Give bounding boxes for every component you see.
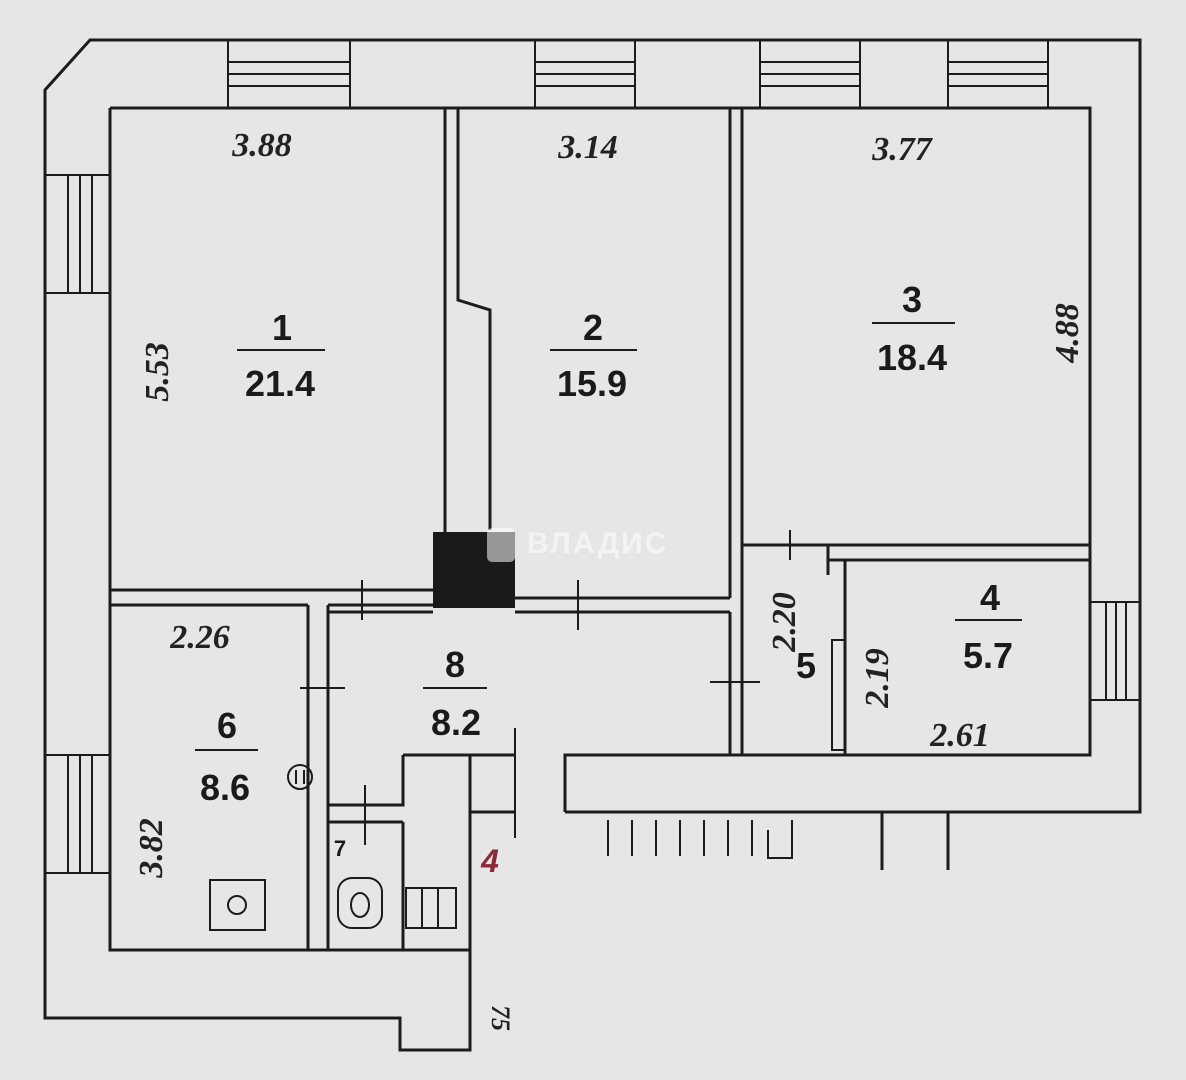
dimension-room3-depth: 4.88 — [1049, 303, 1086, 364]
room-4: 4 5.7 — [955, 577, 1022, 676]
dimension-labels: 3.88 3.14 3.77 2.61 2.26 5.53 4.88 2.20 … — [133, 127, 1086, 879]
interior-walls — [110, 108, 1090, 950]
room-1: 1 21.4 — [237, 307, 325, 404]
window-top-3 — [759, 39, 861, 109]
dimension-room3-width: 3.77 — [871, 131, 934, 168]
room-number: 4 — [980, 577, 1000, 618]
room-area: 8.6 — [200, 767, 250, 808]
dimension-room4-width: 2.61 — [929, 717, 990, 754]
window-left-1 — [44, 174, 111, 294]
dimension-room5-depth: 2.20 — [766, 592, 803, 653]
room-area: 8.2 — [431, 702, 481, 743]
room-number: 2 — [583, 307, 603, 348]
sink-icon — [405, 887, 457, 929]
stair-label: 4 — [480, 843, 499, 879]
dimension-room1-depth: 5.53 — [139, 342, 176, 402]
room-3: 3 18.4 — [872, 279, 955, 378]
window-top-1 — [227, 39, 351, 109]
room-number: 6 — [217, 705, 237, 746]
room-5: 5 — [796, 645, 816, 686]
dimension-room1-width: 3.88 — [231, 127, 292, 164]
dimension-room6-depth: 3.82 — [133, 818, 170, 879]
room-area: 15.9 — [557, 363, 627, 404]
room-number: 5 — [796, 645, 816, 686]
toilet-icon — [337, 877, 383, 929]
bottom-mark: 75 — [486, 1005, 515, 1031]
watermark: ВЛАДИС — [487, 527, 668, 562]
stair-steps — [607, 812, 950, 870]
door-marks — [300, 530, 791, 845]
boiler-icon — [287, 764, 313, 790]
stove-icon — [209, 879, 266, 931]
watermark-text: ВЛАДИС — [527, 527, 668, 560]
room-area: 5.7 — [963, 635, 1013, 676]
window-top-2 — [534, 39, 636, 109]
window-left-2 — [44, 754, 111, 874]
dimension-room4-depth: 2.19 — [859, 648, 896, 709]
room-2: 2 15.9 — [550, 307, 637, 404]
window-right — [1089, 601, 1141, 701]
room-8: 8 8.2 — [423, 644, 487, 743]
room-area: 18.4 — [877, 337, 947, 378]
room-area: 21.4 — [245, 363, 315, 404]
room-7: 7 — [334, 836, 346, 861]
room-number: 3 — [902, 279, 922, 320]
window-top-4 — [947, 39, 1049, 109]
room-6: 6 8.6 — [195, 705, 258, 808]
room-number: 1 — [272, 307, 292, 348]
dimension-room6-width: 2.26 — [169, 619, 230, 656]
dimension-room2-width: 3.14 — [557, 129, 618, 166]
room-number: 8 — [445, 644, 465, 685]
room-number: 7 — [334, 836, 346, 861]
